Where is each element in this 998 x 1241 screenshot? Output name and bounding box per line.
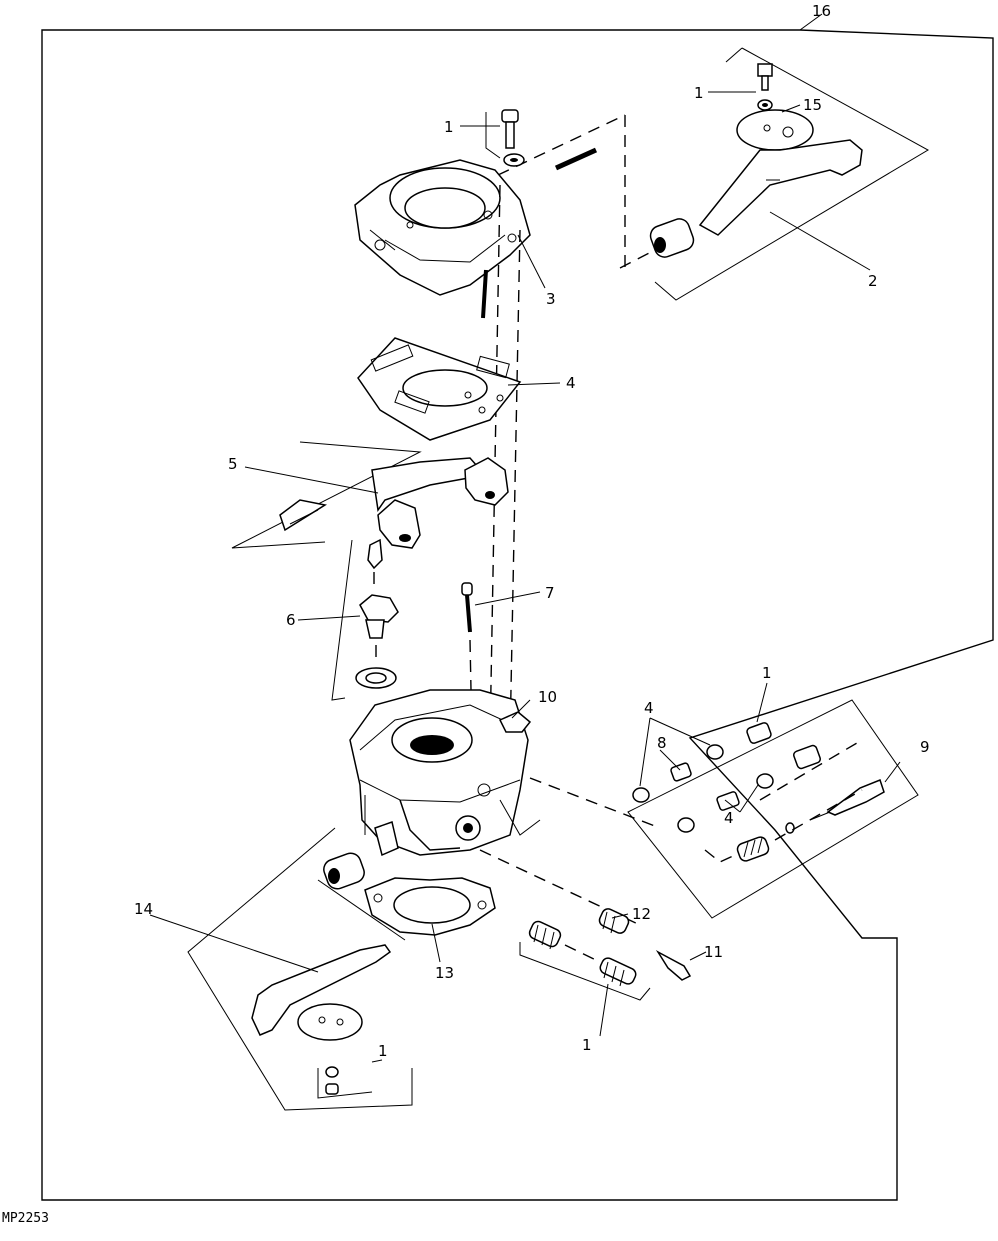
callout-8: 8 xyxy=(657,734,667,752)
fitting-kit xyxy=(627,699,919,919)
callout-2: 2 xyxy=(868,272,878,290)
callout-1-fitting: 1 xyxy=(762,664,772,682)
lower-shaft-kit xyxy=(187,827,413,1111)
upper-shaft-kit xyxy=(619,47,930,301)
callout-4-gasket: 4 xyxy=(566,374,576,392)
callout-13: 13 xyxy=(435,964,454,982)
callout-4-valve-b: 4 xyxy=(724,809,734,827)
carburetor-body xyxy=(349,689,661,926)
top-gasket xyxy=(357,337,522,441)
float-kit xyxy=(231,441,509,549)
callout-1-bottom-screw: 1 xyxy=(378,1042,388,1060)
callout-16: 16 xyxy=(812,2,831,20)
callout-1-top-screw: 1 xyxy=(444,118,454,136)
callout-1-springs: 1 xyxy=(582,1036,592,1054)
callout-5: 5 xyxy=(228,455,238,473)
idle-screws xyxy=(519,908,692,1001)
needle-seat xyxy=(331,538,399,701)
callout-3: 3 xyxy=(546,290,556,308)
callout-1-throttle-screw: 1 xyxy=(694,84,704,102)
callout-14: 14 xyxy=(134,900,153,918)
top-cover xyxy=(354,109,626,741)
callout-11: 11 xyxy=(704,943,723,961)
callout-7: 7 xyxy=(545,584,555,602)
callout-12: 12 xyxy=(632,905,651,923)
callout-10: 10 xyxy=(538,688,557,706)
callout-6: 6 xyxy=(286,611,296,629)
callout-4-valve-a: 4 xyxy=(644,699,654,717)
base-gasket xyxy=(364,877,496,936)
kit-boundary xyxy=(41,29,994,1201)
callout-9: 9 xyxy=(920,738,930,756)
figure-code: MP2253 xyxy=(2,1211,49,1226)
callout-15: 15 xyxy=(803,96,822,114)
